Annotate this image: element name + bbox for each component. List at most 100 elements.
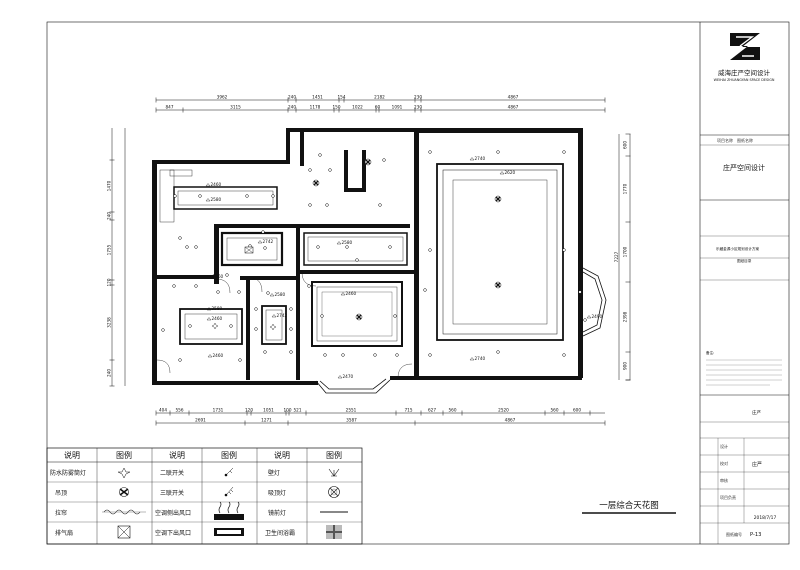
downlight-icon <box>388 245 392 249</box>
legend-header-symbol-3: 图例 <box>326 450 342 460</box>
dimension-label: 100 <box>284 408 292 413</box>
brand-logo <box>730 33 760 60</box>
dimension-label: 1700 <box>623 246 628 257</box>
legend-header-symbol-2: 图例 <box>221 450 237 460</box>
ac-side-vent-symbol-icon <box>214 501 244 520</box>
wall-lamp-symbol-icon <box>328 468 340 477</box>
downlight-icon <box>316 245 320 249</box>
downlight-icon <box>345 245 349 249</box>
downlight-icon <box>198 194 202 198</box>
dimension-label: 560 <box>449 408 457 413</box>
downlight-icon <box>238 358 242 362</box>
downlight-icon <box>373 353 377 357</box>
dimension-label: 1271 <box>261 418 272 423</box>
curtain-symbol-icon <box>102 509 146 515</box>
legend-ceiling-lamp: 吸顶灯 <box>268 489 286 497</box>
dimension-label: 900 <box>623 362 628 370</box>
dimension-label: 1770 <box>623 183 628 194</box>
drawing-title: 一层综合天花图 <box>599 500 659 511</box>
dimension-label: 556 <box>176 408 184 413</box>
downlight-icon <box>393 314 397 318</box>
dimension-label: 4867 <box>505 418 516 423</box>
floor-plan-walls <box>152 128 583 385</box>
downlight-icon <box>562 150 566 154</box>
door-swings <box>156 271 413 379</box>
dimension-label: 230 <box>414 95 422 100</box>
tb-tag-project: 项目名称 <box>717 137 733 143</box>
ceiling-height-mark: 2490 <box>592 314 603 319</box>
downlight-icon <box>237 290 241 294</box>
ceiling-panels <box>159 163 564 347</box>
downlight-icon <box>172 284 176 288</box>
downlight-icon <box>173 194 177 198</box>
legend-exhaust-fan: 排气扇 <box>55 529 73 537</box>
dimension-label: 600 <box>573 408 581 413</box>
tb-signature-grid <box>700 437 789 544</box>
tb-tag-lead: 项目负责 <box>720 494 736 500</box>
ceiling-height-mark: 2580 <box>275 292 286 297</box>
downlight-icon <box>320 314 324 318</box>
ceiling-height-mark: 2580 <box>212 306 223 311</box>
ceiling-panel-hall-b <box>303 232 408 266</box>
downlight-icon <box>263 350 267 354</box>
downlight-icon <box>341 353 345 357</box>
tb-name-cell: 庄严 <box>752 461 762 468</box>
legend-wall-lamp: 壁灯 <box>268 469 280 477</box>
tb-sheet-number: P-13 <box>750 532 762 538</box>
dimension-label: 1091 <box>392 105 403 110</box>
legend-curtain: 拉帘 <box>55 509 67 517</box>
downlight-icon <box>229 324 233 328</box>
downlight-icon <box>318 153 322 157</box>
downlight-icon <box>289 350 293 354</box>
suspended-ceiling-symbol-icon <box>119 487 129 497</box>
downlight-icon <box>395 353 399 357</box>
triple-switch-symbol-icon <box>224 486 234 497</box>
dimension-label: 715 <box>405 408 413 413</box>
legend-bath-heater: 卫生间浴霸 <box>265 529 295 537</box>
kitchen-cabinet <box>159 169 175 223</box>
dimension-label: 404 <box>159 408 167 413</box>
downlight-icon <box>496 150 500 154</box>
legend-suspended-ceiling: 吊顶 <box>55 490 67 497</box>
dimension-label: 230 <box>414 105 422 110</box>
double-switch-symbol-icon <box>224 467 234 477</box>
dimension-label: 1022 <box>352 105 363 110</box>
ceiling-panel-kitchen <box>173 186 278 210</box>
dimension-label: 150 <box>333 105 341 110</box>
dimension-label: 600 <box>623 141 628 149</box>
dimension-label: 240 <box>107 212 112 220</box>
dimension-label: 2520 <box>498 408 509 413</box>
ceiling-height-mark: 2742 <box>263 239 274 244</box>
downlight-icon <box>355 258 359 262</box>
exhaust-fan-symbol-icon <box>117 525 131 539</box>
downlight-icon <box>428 353 432 357</box>
dimension-label: 1470 <box>107 180 112 191</box>
dimension-label: 560 <box>551 408 559 413</box>
tb-project-small: 乐藏金源小区规划设计方案 <box>716 246 760 251</box>
downlight-icon <box>225 273 229 277</box>
downlight-icon <box>307 284 311 288</box>
ceiling-panel-bedroom <box>179 308 243 345</box>
dimension-label: 240 <box>107 369 112 377</box>
dimension-label: 3115 <box>230 105 241 110</box>
ceiling-height-mark: 2460 <box>213 274 224 279</box>
title-block: 威海庄严空间设计 WEIHAI ZHUANGYAN SPACE DESIGN 项… <box>700 33 789 544</box>
ceiling-height-mark: 2620 <box>505 170 516 175</box>
downlight-icon <box>496 350 500 354</box>
tb-tag-design: 设计 <box>720 443 728 449</box>
ceiling-height-mark: 2580 <box>342 240 353 245</box>
downlight-icon <box>578 290 582 294</box>
dimension-label: 1451 <box>312 95 323 100</box>
dimension-label: 521 <box>294 408 302 413</box>
downlight-icon <box>428 248 432 252</box>
ceiling-height-mark: 2460 <box>346 291 357 296</box>
legend-double-switch: 二联开关 <box>160 469 184 477</box>
downlight-icon <box>216 290 220 294</box>
ceiling-height-mark: 2460 <box>211 182 222 187</box>
downlight-icon <box>269 323 277 331</box>
tb-tag-drawing: 图纸名称 <box>737 137 753 143</box>
ac-down-vent-symbol-icon <box>214 528 244 536</box>
